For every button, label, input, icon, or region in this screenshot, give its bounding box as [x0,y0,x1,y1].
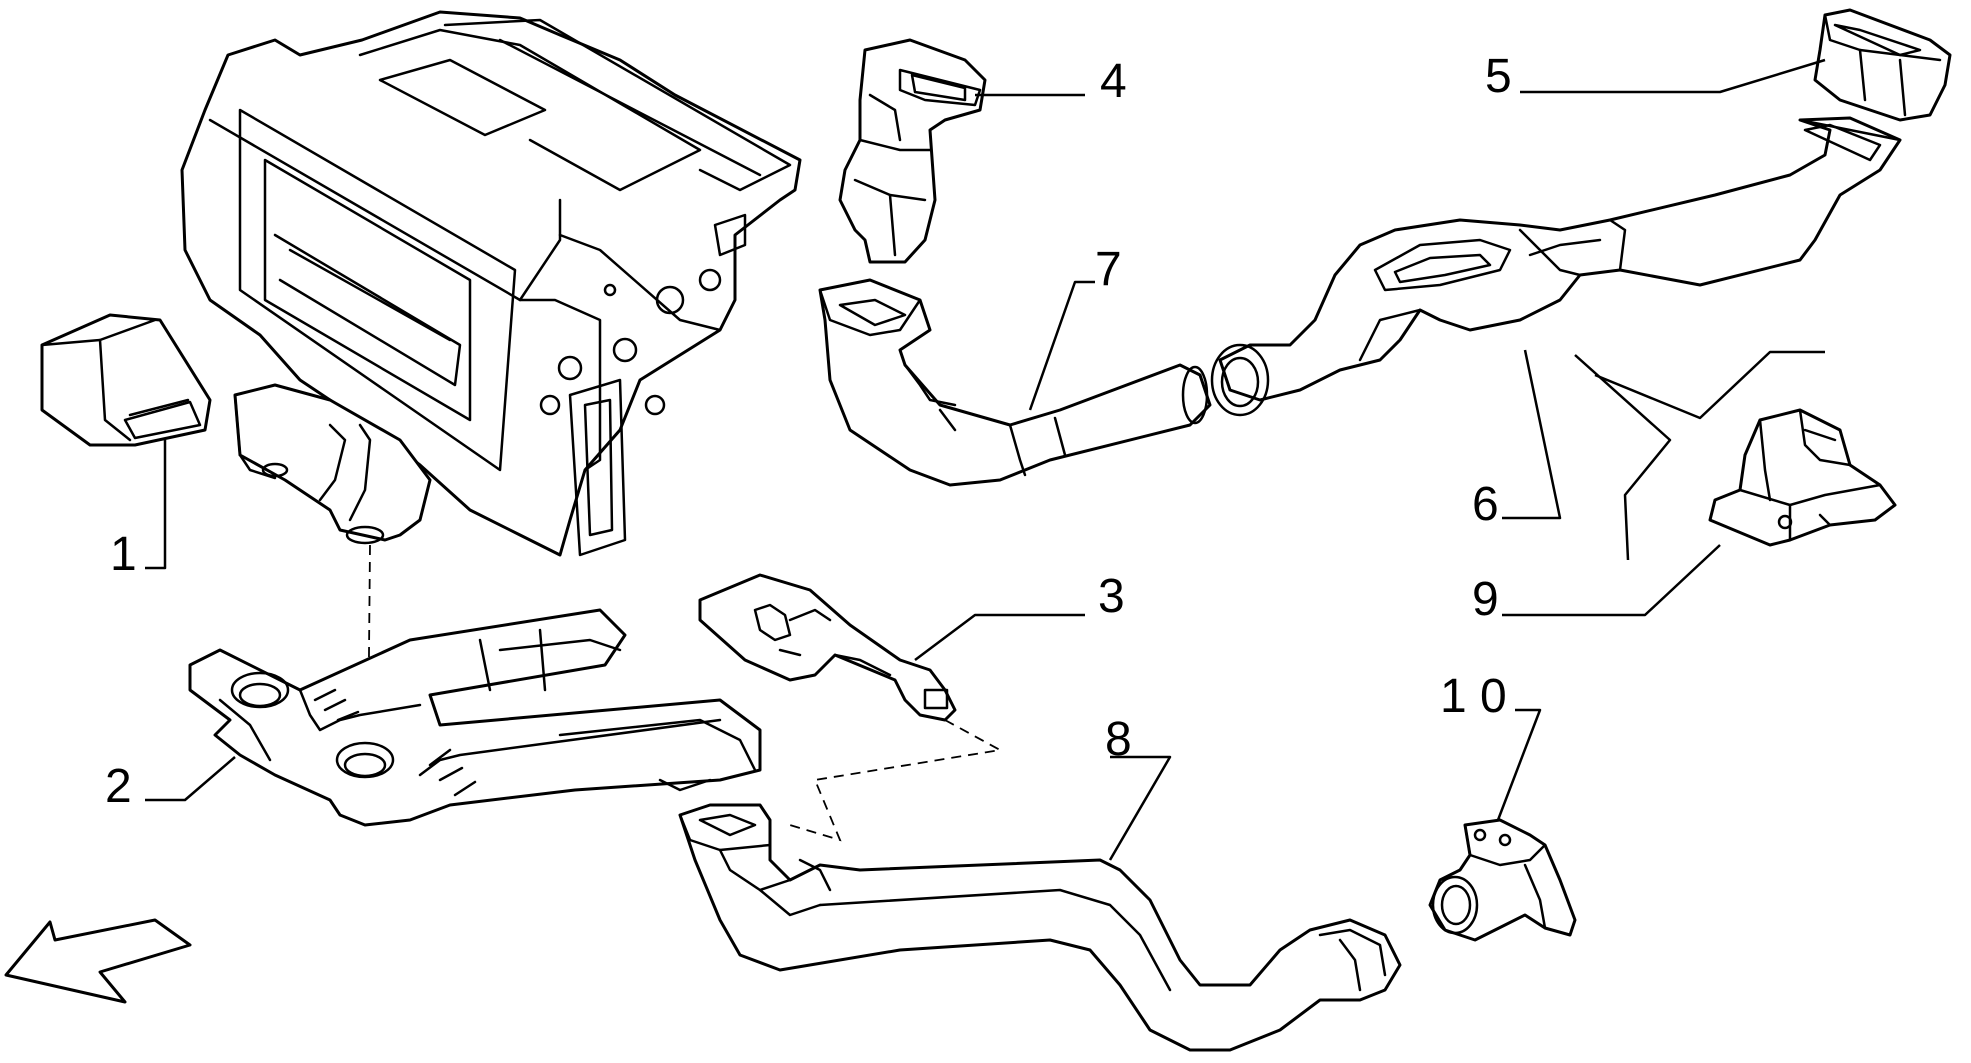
leader-lines [145,58,1826,861]
part-6-main-duct[interactable] [1210,116,1902,417]
front-arrow-icon [4,918,192,1004]
part-8-lower-duct[interactable] [678,803,1402,1052]
leader-7 [1028,280,1095,411]
heater-lower-outlet [233,383,432,545]
callout-3: 3 [1098,570,1125,623]
leader-2 [145,756,236,802]
leader-8 [1108,755,1172,861]
callout-1: 1 [110,528,137,581]
leader-5 [1520,58,1826,94]
leader-1 [145,440,167,570]
leader-3 [914,613,1085,661]
callout-2: 2 [105,760,132,813]
part-9-bracket[interactable] [1708,408,1897,547]
leader-9 [1502,544,1721,617]
callout-7: 7 [1095,243,1122,296]
part-7-center-duct[interactable] [818,278,1212,487]
assembly-line-3 [789,719,1003,842]
leader-6 [1502,349,1562,520]
callout-9: 9 [1472,573,1499,626]
part-1-side-vent[interactable] [40,313,212,447]
part-5-outlet[interactable] [1813,8,1952,122]
leader-10 [1496,708,1542,821]
callout-labels: 1 2 3 4 5 6 7 8 9 1 0 [105,50,1512,813]
callout-8: 8 [1105,713,1132,766]
callout-6: 6 [1472,478,1499,531]
callout-10: 1 0 [1440,670,1507,723]
heater-housing[interactable] [180,10,802,557]
part-3-bracket[interactable] [698,573,957,722]
callout-5: 5 [1485,50,1512,103]
part-2-floor-ducts[interactable] [188,608,762,827]
part-4-connector[interactable] [838,38,987,264]
leader-6c [1594,350,1825,420]
part-10-connector[interactable] [1428,818,1577,942]
leader-6b [1574,354,1672,561]
callout-4: 4 [1100,55,1127,108]
